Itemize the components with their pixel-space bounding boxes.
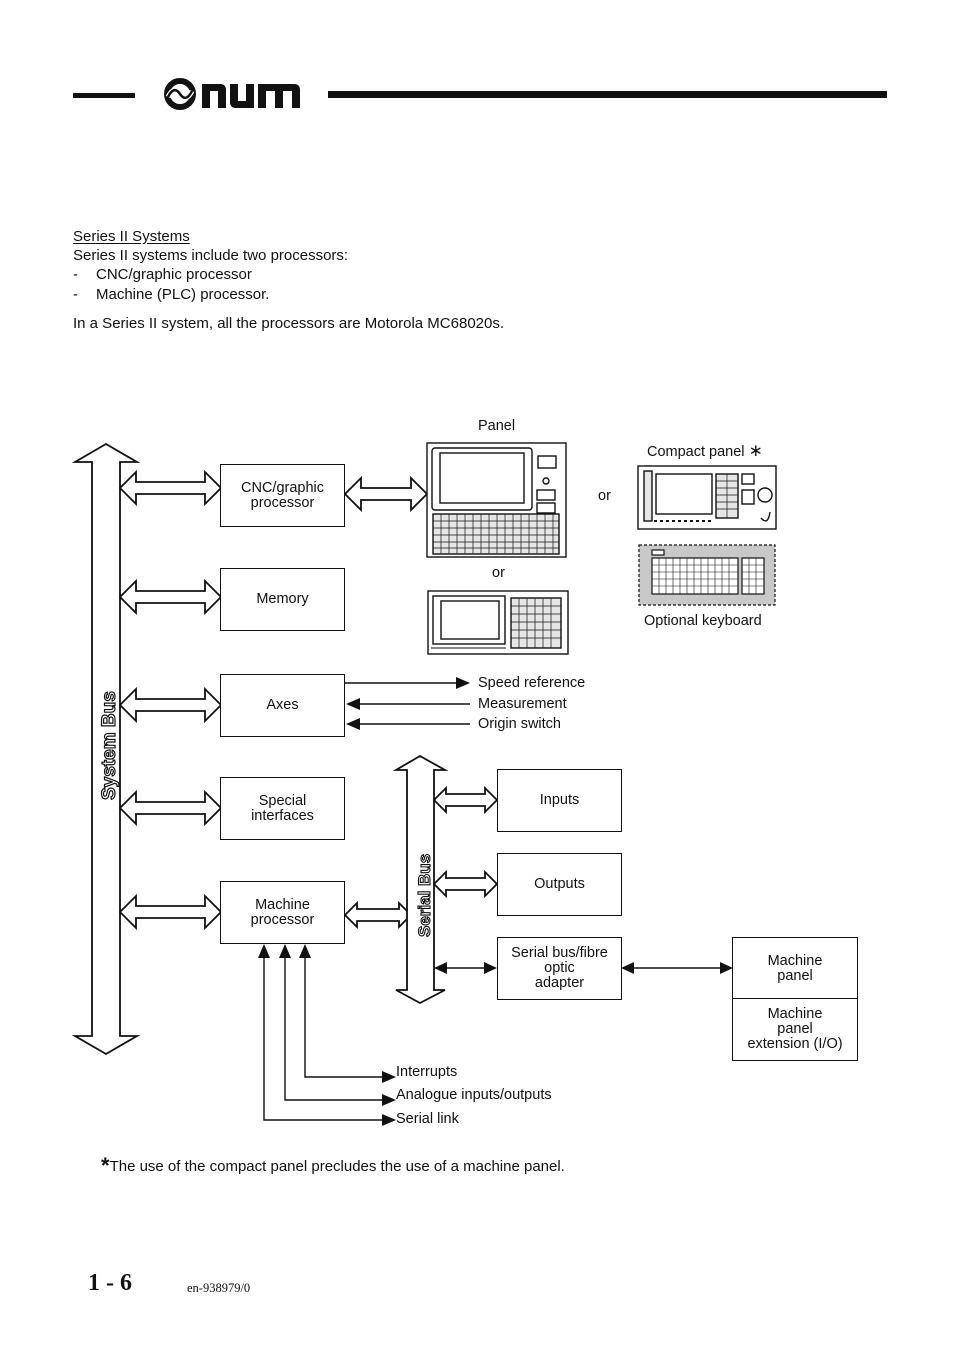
inputs-block: Inputs [497, 769, 622, 832]
block-line: panel [777, 967, 813, 984]
outputs-block: Outputs [497, 853, 622, 916]
measurement-label: Measurement [478, 696, 567, 712]
asterisk-icon: ∗ [748, 441, 763, 460]
or-label-below: or [492, 565, 505, 581]
intro-paragraph: In a Series II system, all the processor… [73, 315, 505, 332]
document-reference: en-938979/0 [187, 1281, 251, 1295]
bullet-text: CNC/graphic processor [96, 266, 252, 283]
bullet-dash: - [73, 266, 78, 283]
block-line: panel [777, 1021, 813, 1037]
page-number: 1 - 6 [88, 1270, 132, 1296]
intro-line: Series II systems include two processors… [73, 247, 349, 264]
block-line: extension (I/O) [747, 1036, 843, 1052]
block-line: Axes [266, 697, 299, 713]
optional-keyboard-label: Optional keyboard [644, 613, 762, 629]
footnote: *The use of the compact panel precludes … [101, 1153, 565, 1179]
bus-arrow-cnc [118, 469, 223, 507]
keyboard-illustration [638, 544, 776, 606]
panel-label: Panel [478, 418, 516, 434]
bus-arrow-special [118, 789, 223, 827]
bus-arrow-machine [118, 893, 223, 931]
system-bus-arrow [71, 442, 141, 1056]
serial-inputs-arrow [432, 785, 499, 815]
speed-reference-label: Speed reference [478, 675, 586, 691]
block-line: Machine [767, 1006, 823, 1022]
analogue-io-label: Analogue inputs/outputs [396, 1087, 552, 1103]
block-line: Machine [767, 952, 823, 969]
header-rule-right [328, 91, 887, 98]
block-line: Special [258, 792, 307, 809]
or-label-right: or [598, 488, 611, 504]
compact-panel-label: Compact panel ∗ [647, 442, 763, 461]
serial-bus-arrow [392, 754, 449, 1005]
bus-arrow-memory [118, 578, 223, 616]
compact-panel-text: Compact panel [647, 444, 745, 460]
block-line: adapter [534, 975, 585, 991]
bus-arrow-axes [118, 686, 223, 724]
section-title: Series II Systems [73, 228, 190, 245]
compact-panel-illustration [637, 465, 777, 530]
panel-illustration [426, 442, 567, 558]
bullet-text: Machine (PLC) processor. [96, 286, 270, 303]
machine-serial-arrow [343, 900, 413, 930]
interrupts-label: Interrupts [396, 1064, 458, 1080]
block-line: processor [250, 494, 315, 511]
block-line: Machine [255, 896, 310, 913]
serial-link-label: Serial link [396, 1111, 459, 1127]
header-rule-left [73, 93, 135, 98]
serial-bus-label: Serial Bus [415, 854, 434, 937]
num-logo [162, 76, 302, 112]
cnc-panel-arrow [343, 475, 429, 513]
block-line: Inputs [539, 792, 580, 808]
block-line: Outputs [534, 876, 585, 892]
footnote-text: The use of the compact panel precludes t… [109, 1158, 565, 1175]
system-bus-label: System Bus [99, 691, 120, 800]
block-line: processor [250, 911, 315, 928]
small-panel-illustration [427, 590, 569, 655]
num-logo-mark [164, 78, 300, 110]
block-line: interfaces [251, 807, 314, 824]
block-line: Serial bus/fibre [511, 945, 608, 961]
bullet-dash: - [73, 286, 78, 303]
origin-switch-label: Origin switch [478, 716, 561, 732]
footnote-star: * [101, 1153, 110, 1178]
block-line: optic [544, 960, 575, 976]
memory-block: Memory [220, 568, 345, 631]
axes-block: Axes [220, 674, 345, 737]
block-line: Memory [256, 591, 309, 607]
serial-outputs-arrow [432, 869, 499, 899]
block-line: CNC/graphic [241, 479, 324, 496]
